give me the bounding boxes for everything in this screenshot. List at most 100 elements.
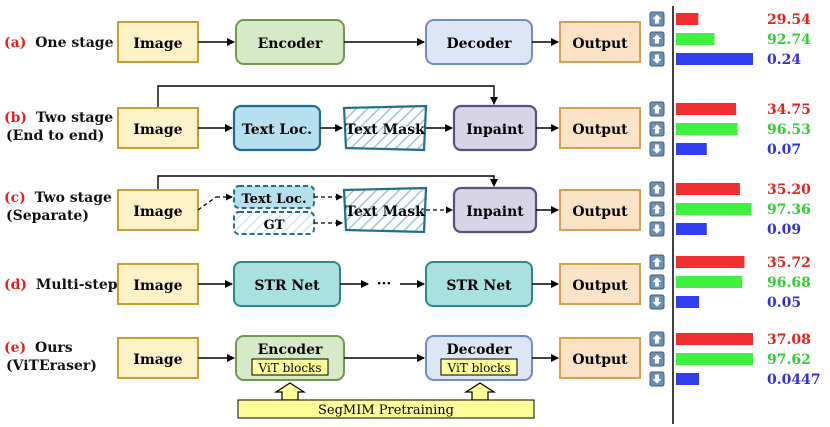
decoder-node-label: Decoder — [447, 36, 513, 52]
arrow-up-icon — [649, 201, 665, 217]
arrow-up-icon — [649, 31, 665, 47]
row-a-tag: (a) — [4, 35, 26, 51]
ground-truth-label: GT — [264, 218, 285, 233]
row-a-label: (a) One stage — [4, 35, 114, 51]
skip-connection-arrow — [157, 85, 498, 108]
inpaint-node: Inpaint — [452, 186, 538, 234]
encoder-node-label: Encoder — [258, 342, 323, 358]
arrow-down-icon — [649, 371, 665, 387]
str-net-label: STR Net — [254, 278, 320, 294]
arrow-down-icon — [649, 221, 665, 237]
arrow-down-icon — [649, 51, 665, 67]
arrow-up-icon — [649, 121, 665, 137]
skip-connection-arrow — [157, 175, 498, 190]
up-arrow-icon — [273, 382, 307, 401]
row-a-title: One stage — [35, 35, 113, 51]
text-localization-label: Text Loc. — [242, 122, 312, 138]
inpaint-node-label: Inpaint — [466, 204, 524, 220]
metric-3-value: 0.05 — [767, 295, 801, 311]
image-node: Image — [117, 337, 199, 379]
row-b: (b) Two stage (End to end) Image Text Lo… — [4, 85, 641, 152]
inpaint-node-label: Inpaint — [466, 122, 524, 138]
image-node-label: Image — [133, 352, 182, 368]
metric-2-value: 97.36 — [767, 202, 811, 218]
output-node-label: Output — [572, 36, 628, 52]
text-localization-label: Text Loc. — [242, 192, 307, 207]
output-node: Output — [559, 263, 641, 305]
metric-bar — [676, 333, 753, 345]
metric-1-value: 35.20 — [767, 182, 811, 198]
row-d-tag: (d) — [4, 277, 27, 293]
output-node: Output — [559, 337, 641, 379]
str-net-label: STR Net — [446, 278, 512, 294]
image-node-label: Image — [133, 122, 182, 138]
text-mask-label: Text Mask — [345, 204, 425, 220]
metric-2-value: 92.74 — [767, 32, 811, 48]
arrow-up-icon — [649, 331, 665, 347]
metric-1-value: 35.72 — [767, 255, 811, 271]
ground-truth-node: GT — [233, 211, 315, 235]
metric-bar — [676, 256, 745, 268]
metric-bar — [676, 183, 740, 195]
text-mask-node: Text Mask — [342, 186, 428, 234]
output-node: Output — [559, 107, 641, 149]
metric-1-value: 34.75 — [767, 102, 811, 118]
output-node-label: Output — [572, 122, 628, 138]
inpaint-node: Inpaint — [452, 104, 538, 152]
arrow-up-icon — [649, 351, 665, 367]
segmim-pretraining-label: SegMIM Pretraining — [318, 403, 454, 418]
metrics-panel: 29.54 92.74 0.24 34.75 96.53 0.07 35.20 97.36 0.… — [649, 11, 821, 388]
text-localization-dashed-node: Text Loc. — [233, 185, 315, 209]
row-d-label: (d) Multi-step — [4, 277, 118, 293]
row-e: (e) Ours (ViTEraser) Image Encoder ViT b… — [4, 335, 641, 419]
metric-1-value: 29.54 — [767, 12, 811, 28]
row-b-tag: (b) — [4, 110, 27, 126]
encoder-node: Encoder — [235, 19, 345, 65]
metric-2-value: 96.53 — [767, 122, 811, 138]
image-node: Image — [117, 21, 199, 63]
metric-bar — [676, 276, 743, 288]
output-node-label: Output — [572, 352, 628, 368]
metric-bar — [676, 13, 699, 25]
metric-2-value: 97.62 — [767, 352, 811, 368]
row-e-label: (e) Ours — [4, 340, 73, 356]
metric-bar — [676, 203, 752, 215]
metric-bar — [676, 373, 700, 385]
row-c-tag: (c) — [4, 190, 26, 206]
metric-1-value: 37.08 — [767, 332, 811, 348]
arrow-up-icon — [649, 254, 665, 270]
vit-blocks-label: ViT blocks — [257, 361, 321, 375]
text-localization-node: Text Loc. — [232, 104, 322, 152]
metric-3-value: 0.07 — [767, 142, 801, 158]
decoder-node: Decoder — [425, 19, 533, 65]
metric-bar — [676, 353, 753, 365]
metric-3-value: 0.0447 — [767, 372, 821, 388]
row-e-tag: (e) — [4, 340, 26, 356]
arrow-down-icon — [649, 294, 665, 310]
row-c-title-line1: Two stage — [35, 190, 112, 206]
row-a: (a) One stage Image Encoder Decoder Outp… — [4, 19, 641, 65]
str-net-node-1: STR Net — [233, 261, 341, 307]
output-node-label: Output — [572, 278, 628, 294]
segmim-pretraining-bar: SegMIM Pretraining — [237, 399, 535, 419]
metric-2-value: 96.68 — [767, 275, 811, 291]
metric-3-value: 0.09 — [767, 222, 801, 238]
arrow-up-icon — [649, 101, 665, 117]
arrow-down-icon — [649, 141, 665, 157]
row-b-label: (b) Two stage — [4, 110, 113, 126]
row-c: (c) Two stage (Separate) Image Text Loc.… — [4, 175, 641, 235]
row-b-title-line1: Two stage — [36, 110, 113, 126]
encoder-node: Encoder ViT blocks — [235, 335, 345, 381]
decoder-node-label: Decoder — [447, 342, 513, 358]
row-d: (d) Multi-step Image STR Net ··· STR Net… — [4, 261, 641, 307]
row-b-title-line2: (End to end) — [6, 128, 104, 144]
image-node: Image — [117, 189, 199, 231]
metric-bar — [676, 103, 737, 115]
output-node-label: Output — [572, 204, 628, 220]
metric-3-value: 0.24 — [767, 52, 801, 68]
vit-blocks-label: ViT blocks — [446, 361, 510, 375]
row-e-title-line1: Ours — [35, 340, 73, 356]
output-node: Output — [559, 189, 641, 231]
str-net-node-2: STR Net — [425, 261, 533, 307]
